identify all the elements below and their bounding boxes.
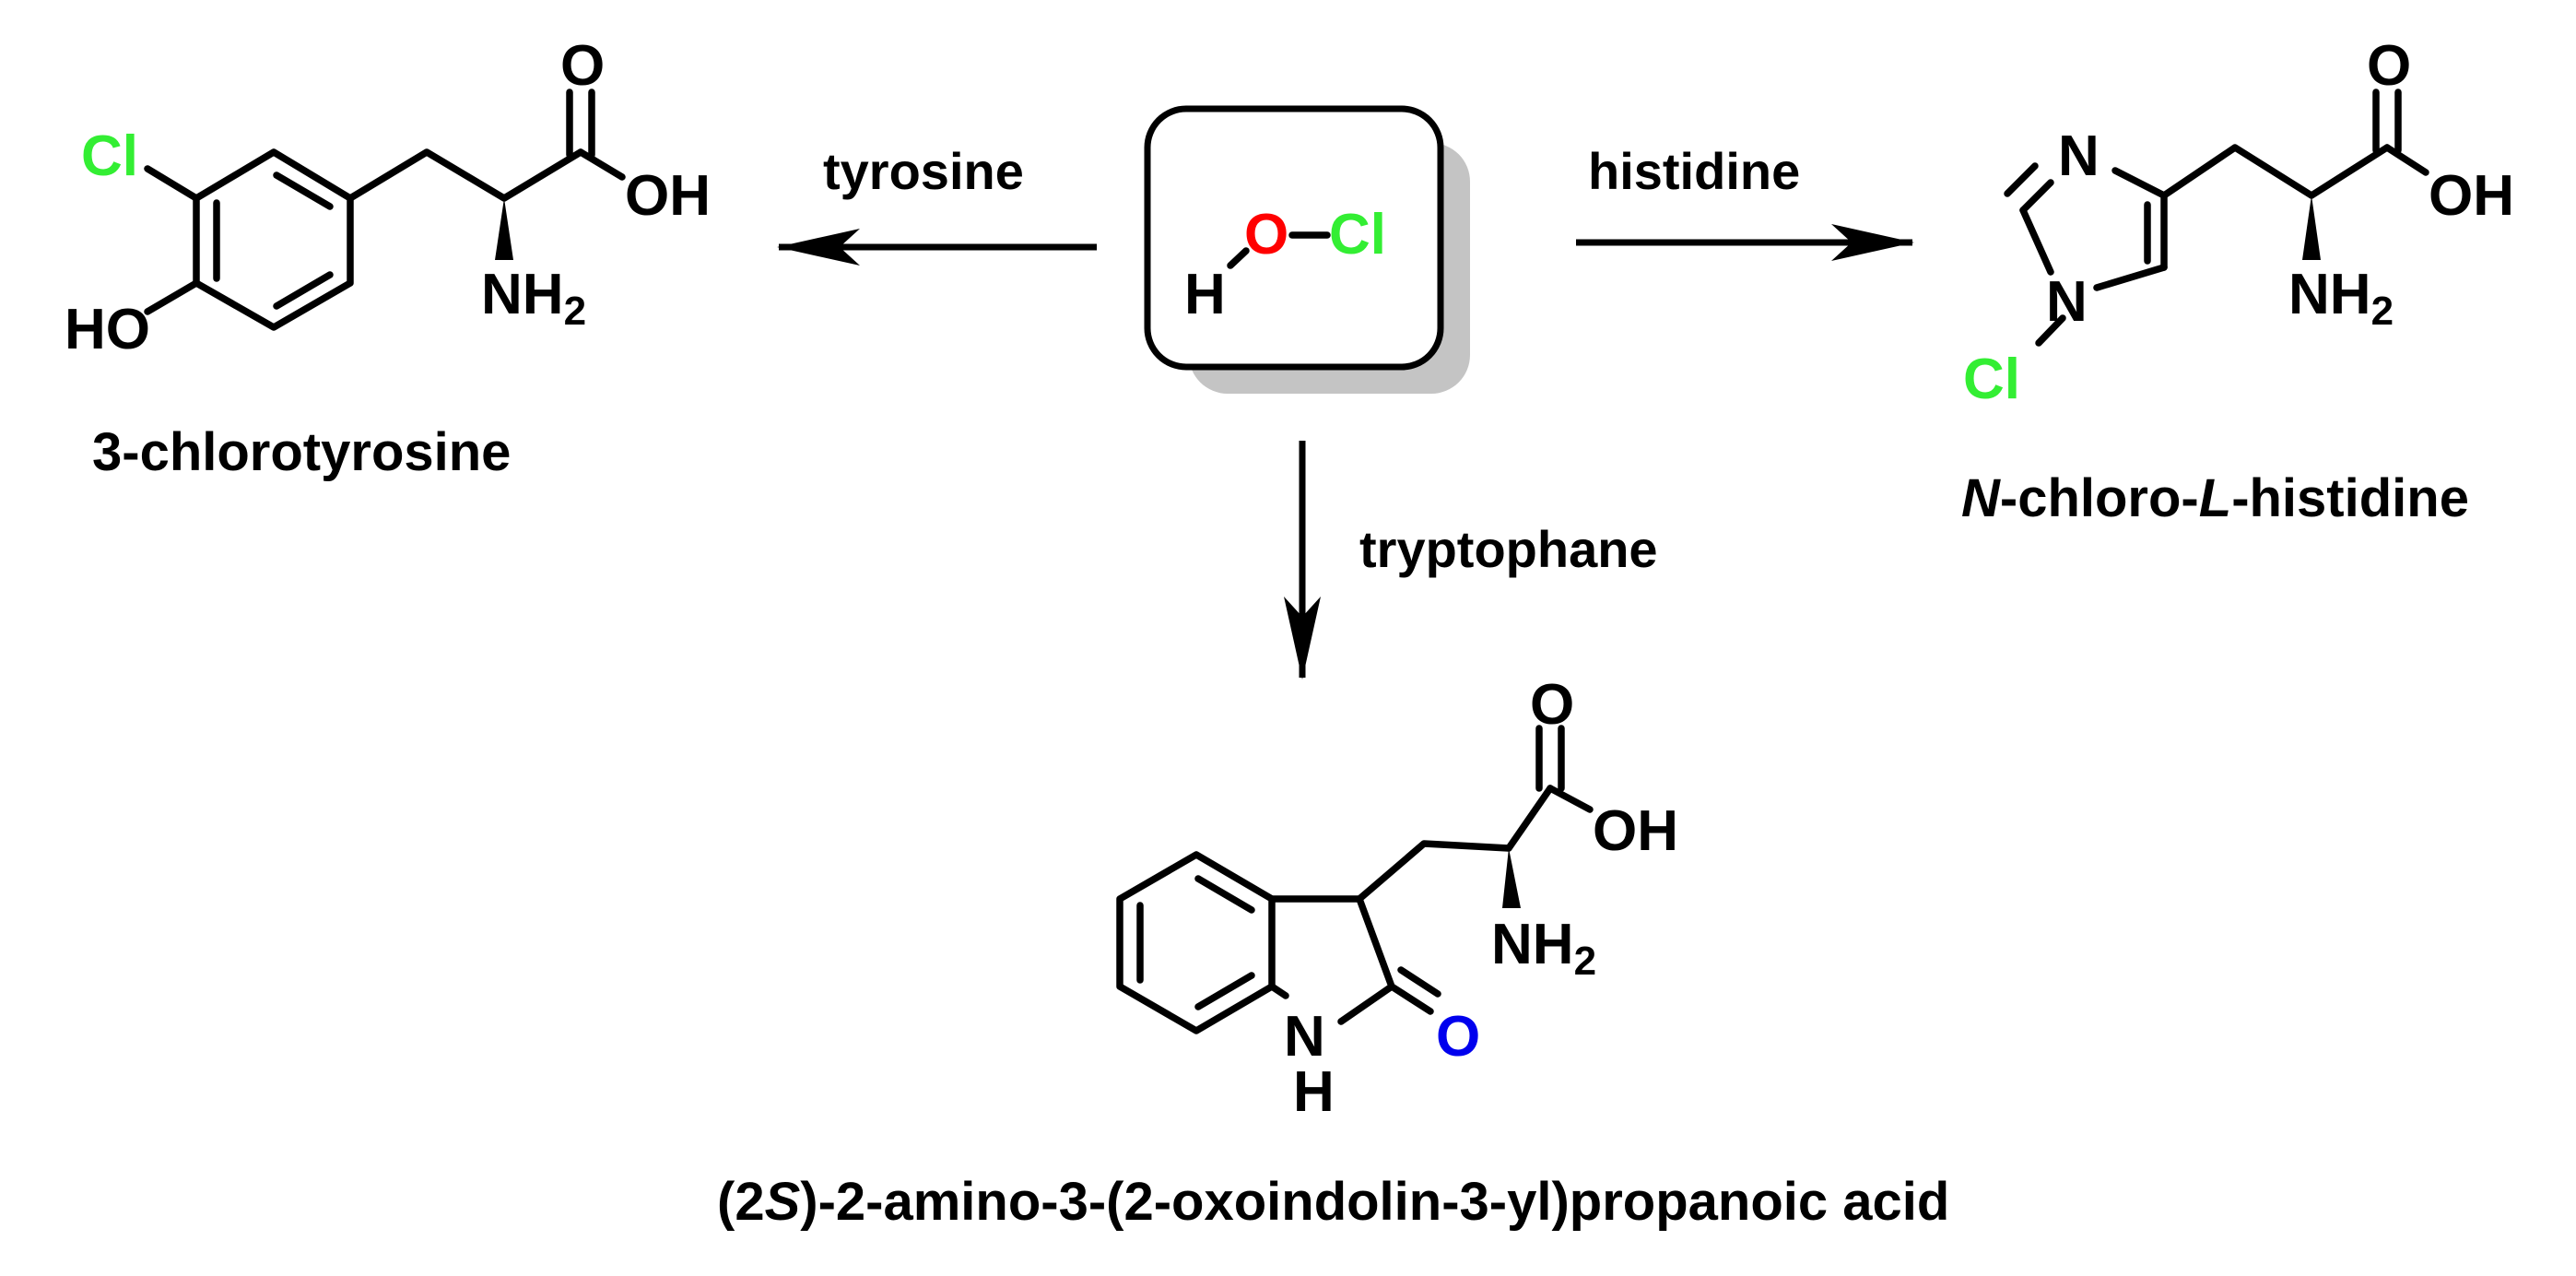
- ox-name: (2S)-2-amino-3-(2-oxoindolin-3-yl)propan…: [717, 1172, 1949, 1232]
- product-n-chloro-l-histidine: N N Cl O OH NH2 N-chloro-L-histidine: [1961, 34, 2514, 528]
- tyr-ho-atom: HO: [65, 298, 150, 361]
- his-cl-atom: Cl: [1963, 348, 2020, 411]
- arrow-down: tryptophane: [1284, 441, 1658, 679]
- ox-lactam-o: O: [1436, 1005, 1480, 1069]
- ox-lactam-n: N: [1284, 1005, 1325, 1069]
- his-n1: N: [2046, 270, 2088, 334]
- tyr-nh2-atom: NH2: [481, 263, 586, 334]
- reagent-o: O: [1244, 203, 1288, 266]
- tyr-cl-atom: Cl: [81, 124, 138, 188]
- tyr-name: 3-chlorotyrosine: [92, 422, 511, 482]
- ox-carbonyl-o: O: [1530, 673, 1574, 737]
- product-3-chlorotyrosine: Cl HO O OH NH2 3-chlorotyrosine: [65, 34, 711, 482]
- hocl-reagent-box: H O Cl: [1144, 105, 1470, 394]
- his-name: N-chloro-L-histidine: [1961, 468, 2469, 528]
- tyr-oh-atom: OH: [625, 164, 711, 228]
- arrow-left: tyrosine: [777, 142, 1097, 266]
- ox-lactam-h: H: [1293, 1060, 1335, 1124]
- his-oh-atom: OH: [2429, 164, 2514, 228]
- product-oxindole-amino-acid: O N H O OH NH2 (2S)-2-amino-3-(2-oxoindo…: [717, 673, 1949, 1232]
- arrow-right: histidine: [1576, 142, 1914, 261]
- his-ring-n: N: [2058, 124, 2100, 188]
- reagent-cl: Cl: [1329, 203, 1386, 266]
- tyr-carbonyl-o: O: [560, 34, 605, 98]
- his-carbonyl-o: O: [2367, 34, 2411, 98]
- arrow-left-label: tyrosine: [823, 142, 1024, 200]
- arrow-right-label: histidine: [1588, 142, 1800, 200]
- ox-nh2-atom: NH2: [1491, 913, 1596, 984]
- ox-oh-atom: OH: [1593, 799, 1678, 863]
- arrow-down-label: tryptophane: [1359, 520, 1658, 578]
- his-nh2-atom: NH2: [2288, 263, 2394, 334]
- reagent-h: H: [1184, 263, 1226, 326]
